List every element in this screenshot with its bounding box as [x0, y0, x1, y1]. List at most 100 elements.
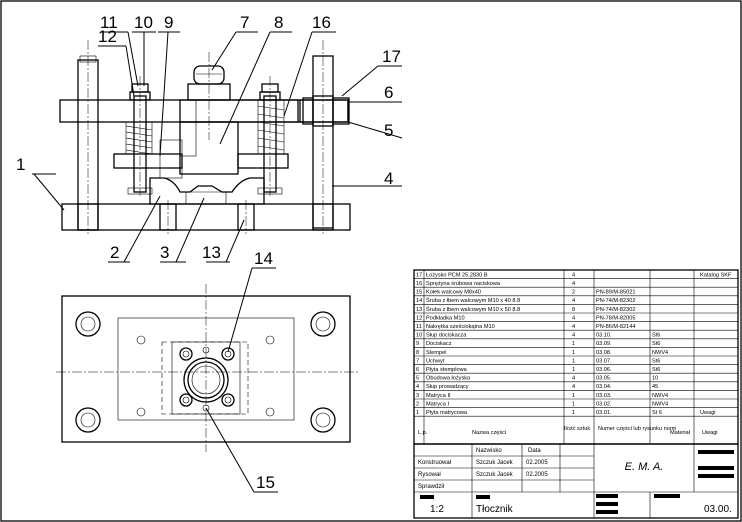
bom-lp-row-7: 7	[416, 358, 419, 364]
bom-mat-row-5: 10	[652, 376, 658, 382]
bom-qty-row-16: 4	[572, 281, 575, 287]
tb-company: E. M. A.	[625, 461, 664, 473]
bom-lp-row-5: 5	[416, 376, 419, 382]
balloon-1: 1	[16, 155, 25, 174]
balloon-7: 7	[240, 13, 249, 32]
bom-mat-row-8: NWV4	[652, 350, 668, 356]
tb-drawer-name: Szczuk Jacek	[476, 472, 514, 478]
bom-code-row-5: 03.05.	[596, 376, 612, 382]
bom-qty-row-5: 4	[572, 376, 575, 382]
bom-name-row-9: Dociskacz	[426, 341, 452, 347]
tb-date-col: Data	[528, 448, 541, 454]
bom-qty-row-13: 8	[572, 307, 575, 313]
balloon-4: 4	[384, 169, 393, 188]
balloon-14: 14	[254, 249, 273, 268]
bom-catalog-header: Katalog SKF	[700, 273, 732, 279]
bom-code-row-10: 03.10.	[596, 333, 612, 339]
balloon-numbers: 11 10 9 7 8 16 12 17 6 5 1 4 2 3 13 14 1…	[16, 13, 401, 492]
bom-code-row-14: PN-74/M-82302	[596, 298, 636, 304]
balloon-10: 10	[134, 13, 153, 32]
bom-lp-row-3: 3	[416, 393, 419, 399]
bom-qty-row-14: 4	[572, 298, 575, 304]
bom-lp-row-10: 10	[416, 333, 422, 339]
bom-name-row-1: Płyta matrycowa	[426, 410, 468, 416]
bom-code-row-15: PN-89/M-85021	[596, 290, 636, 296]
bom-name-row-7: Uchwyt	[426, 358, 445, 364]
bom-lp-row-12: 12	[416, 315, 422, 321]
balloon-16: 16	[312, 13, 331, 32]
bom-note-row-1: Uwagi	[700, 410, 716, 416]
bom-lp-row-17: 17	[416, 272, 422, 278]
plan-view	[56, 284, 360, 452]
bom-header-row: L.p. Nazwa części Ilość sztuk Numer częś…	[418, 426, 718, 436]
bom-name-row-16: Sprężyna śrubowa naciskowa	[426, 281, 501, 287]
bom-lp-row-2: 2	[416, 401, 419, 407]
bom-header-note: Uwagi	[702, 430, 718, 436]
bom-code-row-8: 03.08.	[596, 350, 612, 356]
bom-name-row-14: Śruba z łbem walcowym M10 x 40 8.8	[426, 296, 520, 304]
bom-mat-row-9: St6	[652, 341, 660, 347]
bom-name-row-3: Matryca II	[426, 393, 451, 399]
tb-drawer-label: Rysował	[418, 472, 441, 478]
tb-title: Tłocznik	[476, 504, 514, 515]
bom-lp-row-16: 16	[416, 281, 422, 287]
balloon-2: 2	[110, 243, 119, 262]
balloon-9: 9	[164, 13, 173, 32]
balloon-12: 12	[98, 27, 117, 46]
bom-name-row-17: Łożysko PCM 25.2830 B	[426, 272, 488, 278]
bom-qty-row-12: 4	[572, 315, 575, 321]
bom-mat-row-3: NWV4	[652, 393, 668, 399]
bom-name-row-4: Słup prowadzący	[426, 384, 469, 390]
tb-designer-name: Szczuk Jacek	[476, 460, 514, 466]
bom-code-row-12: PN-78/M-82005	[596, 315, 636, 321]
tb-name-col: Nazwisko	[476, 448, 502, 454]
bom-lp-row-15: 15	[416, 290, 422, 296]
tb-designer-date: 02.2005	[526, 460, 548, 466]
balloon-3: 3	[160, 243, 169, 262]
bom-name-row-13: Śruba z łbem walcowym M10 x 50 8.8	[426, 305, 520, 313]
bom-header-code: Numer części lub rysunku norm	[598, 426, 677, 432]
bom-name-row-10: Słup dociskacza	[426, 333, 467, 339]
section-view	[59, 40, 351, 234]
bom-code-row-2: 03.02.	[596, 401, 612, 407]
bom-header-mat: Materiał	[670, 430, 691, 436]
bom-lp-row-1: 1	[416, 410, 419, 416]
bom-lp-row-6: 6	[416, 367, 419, 373]
bom-name-row-8: Stempel	[426, 350, 447, 356]
bom-code-row-3: 03.03.	[596, 393, 612, 399]
spring-left	[125, 121, 153, 155]
bom-mat-row-1: St 6	[652, 410, 662, 416]
tb-designer-label: Konstruował	[418, 460, 452, 466]
bom-qty-row-9: 1	[572, 341, 575, 347]
bom-name-row-11: Nakrętka sześciokątna M10	[426, 324, 495, 330]
bom-qty-row-1: 1	[572, 410, 575, 416]
balloon-15: 15	[256, 473, 275, 492]
bom-qty-row-6: 1	[572, 367, 575, 373]
bom-lp-row-9: 9	[416, 341, 419, 347]
bom-qty-row-15: 2	[572, 290, 575, 296]
tb-scale: 1:2	[430, 504, 444, 515]
bom-code-row-6: 03.06.	[596, 367, 612, 373]
bom-header-lp: L.p.	[418, 430, 428, 436]
bom-qty-row-17: 4	[572, 272, 575, 278]
bom-code-row-11: PN-86/M-82144	[596, 324, 636, 330]
balloon-5: 5	[384, 121, 393, 140]
bom-code-row-1: 03.01.	[596, 410, 612, 416]
bom-code-row-4: 03.04.	[596, 384, 612, 390]
bom-name-row-6: Płyta stemplowa	[426, 367, 468, 373]
bom-qty-row-7: 1	[572, 358, 575, 364]
bom-qty-row-8: 1	[572, 350, 575, 356]
bom-name-row-12: Podkładka M10	[426, 315, 465, 321]
bom-lp-row-8: 8	[416, 350, 419, 356]
bom-header-qty: Ilość sztuk	[564, 426, 590, 432]
bom-lp-row-11: 11	[416, 324, 422, 330]
bom-lp-row-4: 4	[416, 384, 419, 390]
bom-name-row-2: Matryca I	[426, 401, 449, 407]
tb-drawing-no: 03.00.	[704, 504, 732, 515]
tb-drawer-date: 02.2005	[526, 472, 548, 478]
bom-header-name: Nazwa części	[472, 430, 506, 436]
balloon-6: 6	[384, 83, 393, 102]
spring-right	[257, 99, 285, 155]
balloon-13: 13	[202, 243, 221, 262]
